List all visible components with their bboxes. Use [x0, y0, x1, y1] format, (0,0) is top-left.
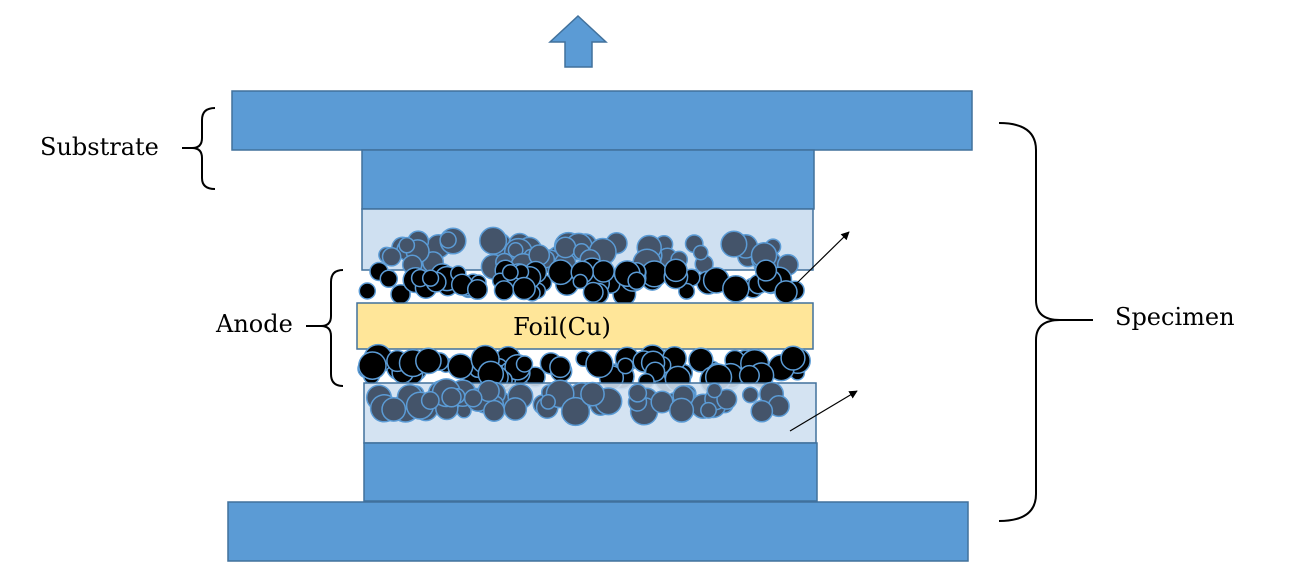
particle	[669, 397, 695, 423]
particle	[512, 276, 536, 301]
substrate-brace	[182, 107, 216, 190]
particle	[692, 244, 709, 261]
top-grey-particles	[378, 226, 799, 280]
particle	[547, 259, 574, 286]
particle	[420, 391, 440, 410]
top-substrate-block	[361, 149, 815, 210]
specimen-label: Specimen	[1115, 303, 1235, 331]
particle	[554, 236, 577, 259]
particle	[549, 356, 572, 379]
particle	[379, 269, 399, 289]
particle	[616, 357, 634, 375]
particle	[627, 271, 646, 291]
particle	[585, 349, 614, 379]
particle	[664, 258, 688, 283]
particle	[463, 388, 483, 408]
particle	[560, 396, 591, 427]
anode-brace	[306, 269, 344, 387]
particle	[381, 396, 407, 422]
particle	[501, 264, 519, 281]
particle	[700, 401, 717, 419]
particle	[415, 347, 442, 375]
specimen-brace	[998, 122, 1093, 522]
bottom-substrate-block	[363, 442, 818, 502]
particle	[358, 351, 387, 380]
particle	[540, 394, 556, 410]
particle	[688, 347, 714, 373]
substrate-label: Substrate	[40, 133, 159, 161]
particle	[572, 273, 589, 290]
foil-layer	[356, 302, 814, 350]
particle	[439, 231, 457, 249]
particle	[479, 226, 508, 255]
particle	[582, 281, 604, 303]
particle	[515, 355, 534, 373]
particle	[750, 399, 774, 423]
top-black-particles	[358, 257, 805, 307]
particle	[741, 386, 759, 404]
particle	[447, 353, 474, 380]
particle	[720, 230, 748, 258]
particle	[580, 381, 605, 407]
particle	[421, 269, 440, 287]
particle	[358, 282, 377, 300]
particle	[483, 399, 506, 422]
particle	[722, 275, 750, 303]
particle	[780, 345, 806, 371]
particle	[493, 280, 515, 301]
foil-label: Foil(Cu)	[513, 313, 611, 341]
bottom-black-particles	[357, 343, 811, 395]
particle	[754, 259, 778, 282]
bottom-grey-particles	[365, 378, 790, 427]
particle	[398, 236, 416, 254]
particle	[381, 246, 402, 267]
anode-label: Anode	[215, 310, 293, 338]
bottom-substrate-plate	[227, 501, 969, 562]
particle	[592, 259, 615, 283]
bottom-pointer-arrow	[789, 390, 858, 432]
top-pointer-arrow	[796, 231, 850, 284]
particle	[706, 382, 723, 399]
particle	[441, 387, 462, 408]
particle	[503, 397, 528, 421]
up-arrow-icon	[548, 14, 608, 68]
particle	[774, 280, 798, 304]
particle	[466, 278, 489, 301]
particle	[716, 388, 738, 410]
particle	[678, 282, 696, 300]
particle	[628, 383, 648, 403]
top-substrate-plate	[231, 90, 973, 151]
